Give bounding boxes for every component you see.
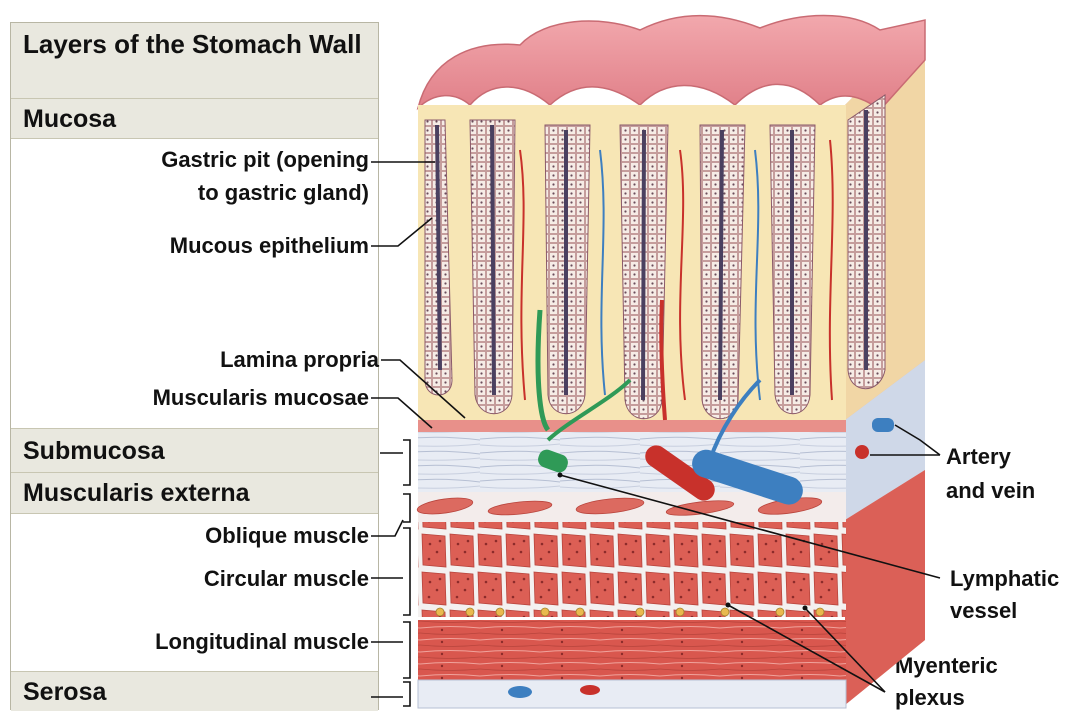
serosa-band bbox=[418, 680, 846, 708]
muscularis-mucosae-band bbox=[418, 420, 846, 432]
bracket-longitudinal bbox=[403, 622, 410, 678]
longitudinal-muscle-band bbox=[418, 620, 846, 680]
circular-muscle-band bbox=[418, 522, 846, 617]
bracket-circular bbox=[403, 528, 410, 615]
bracket-oblique bbox=[403, 494, 410, 522]
mucosal-surface-folds bbox=[418, 16, 925, 111]
bracket-submucosa bbox=[403, 440, 410, 485]
leader-oblique bbox=[371, 520, 403, 536]
bracket-serosa bbox=[403, 682, 410, 706]
